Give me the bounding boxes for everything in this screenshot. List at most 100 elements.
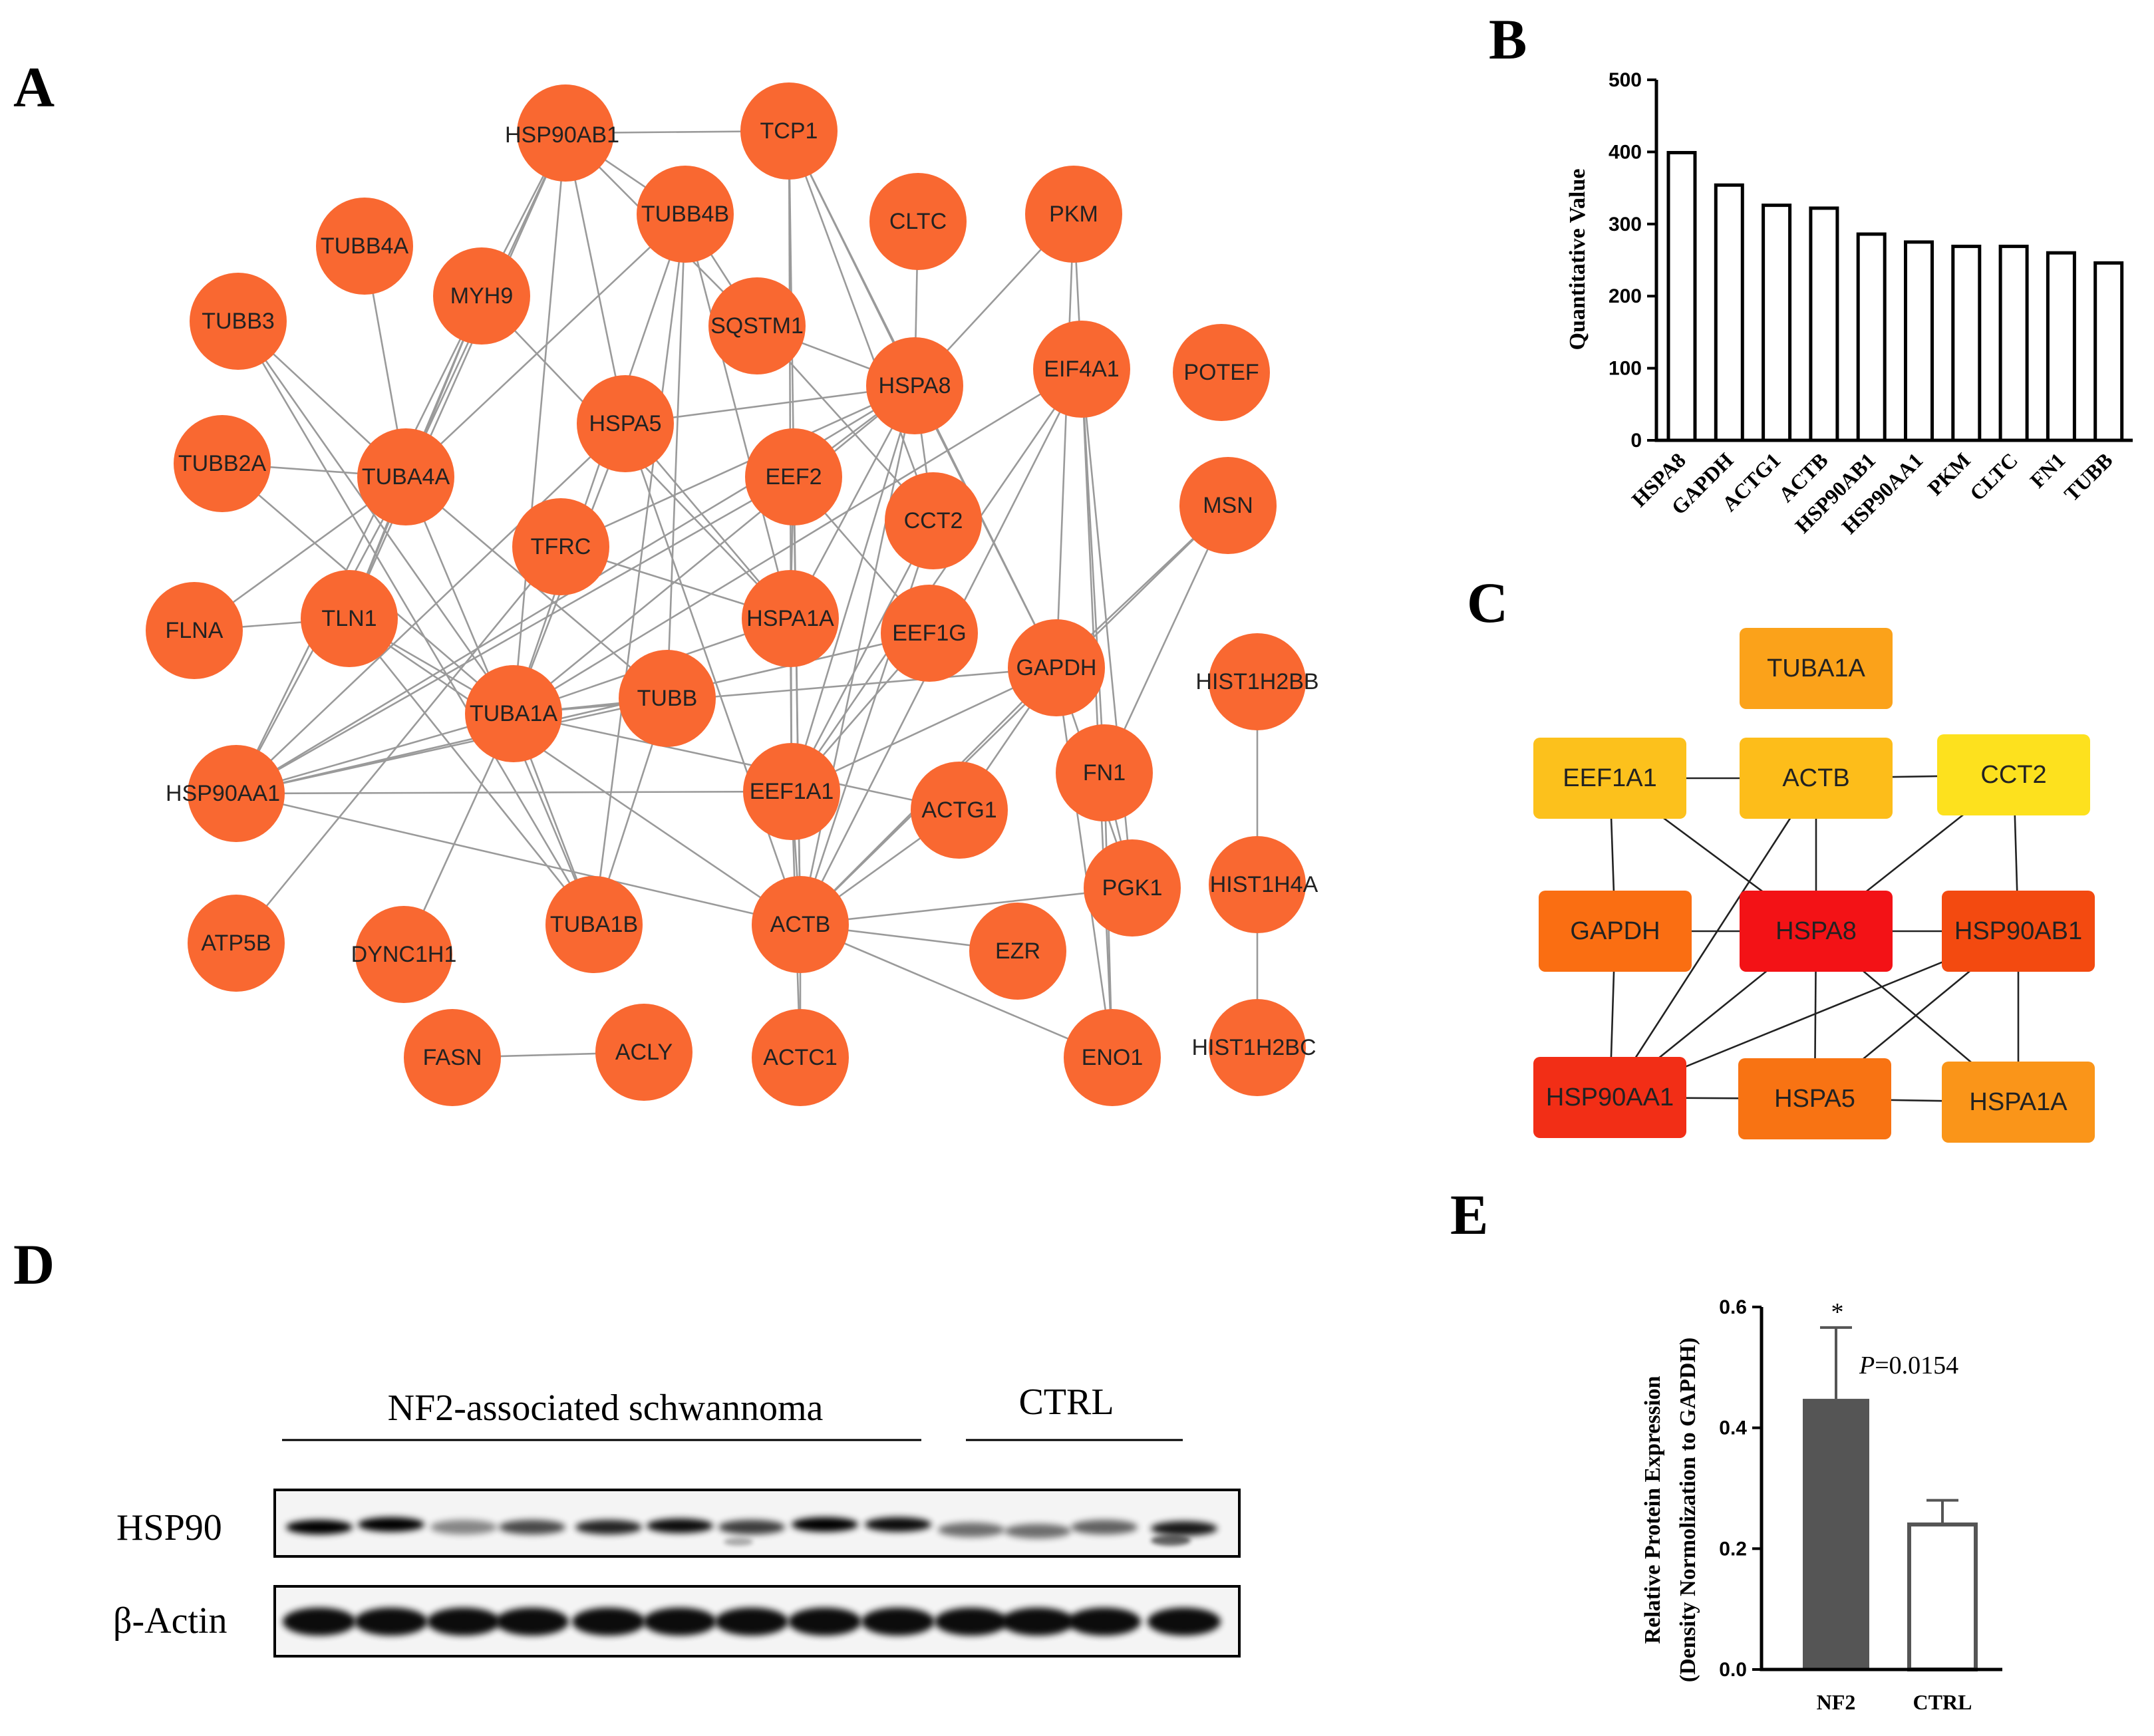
network-a-edge bbox=[791, 666, 1057, 793]
network-c-node: HSPA1A bbox=[1942, 1062, 2095, 1143]
network-c-node-label: HSPA5 bbox=[1774, 1085, 1855, 1113]
network-a-node: ACTB bbox=[752, 876, 849, 973]
network-a-node: FASN bbox=[404, 1009, 501, 1106]
d-actin-band bbox=[572, 1608, 645, 1636]
b-category-labels: HSPA8GAPDHACTG1ACTBHSP90AB1HSP90AA1PKMCL… bbox=[1627, 448, 2117, 538]
network-a-node-label: ACTC1 bbox=[763, 1045, 837, 1070]
network-a-edge bbox=[349, 617, 801, 926]
network-c-node: HSP90AA1 bbox=[1533, 1057, 1686, 1138]
network-c-node: EEF1A1 bbox=[1533, 738, 1686, 819]
d-hsp90-band bbox=[1151, 1521, 1217, 1536]
d-row2-label: β-Actin bbox=[113, 1600, 228, 1642]
b-category-label: TUBB bbox=[2060, 448, 2117, 506]
network-a-node: TUBB4A bbox=[316, 198, 413, 295]
network-a-node-circle bbox=[1209, 633, 1306, 730]
network-a-node: TUBA1B bbox=[545, 876, 643, 973]
network-a-edge bbox=[913, 385, 1058, 668]
network-c-node-box bbox=[1533, 738, 1686, 819]
network-a-node-label: PGK1 bbox=[1102, 875, 1163, 901]
network-a-edge bbox=[800, 505, 1229, 925]
network-a-node: MSN bbox=[1179, 457, 1277, 554]
network-a-node: HSPA5 bbox=[577, 375, 674, 472]
network-a-node-circle bbox=[1033, 321, 1130, 418]
panel-letter-e: E bbox=[1450, 1183, 1488, 1246]
network-a-node-circle bbox=[619, 650, 716, 747]
b-y-tick-label: 400 bbox=[1609, 141, 1642, 163]
network-a-node: FLNA bbox=[146, 582, 243, 679]
network-a-node-circle bbox=[545, 876, 643, 973]
network-a-node: MYH9 bbox=[433, 247, 530, 345]
network-a-node-circle bbox=[595, 1004, 692, 1101]
network-a-edge bbox=[1055, 667, 1114, 1058]
d-hsp90-lower-band bbox=[1151, 1535, 1191, 1546]
network-a-node-label: MSN bbox=[1203, 493, 1253, 518]
e-p-rest: =0.0154 bbox=[1875, 1352, 1958, 1379]
b-category-label: CLTC bbox=[1965, 448, 2022, 505]
network-a-edge bbox=[348, 618, 595, 925]
network-a-node-label: HIST1H2BB bbox=[1195, 669, 1318, 694]
network-a-edge bbox=[790, 385, 916, 792]
network-a-node: HSP90AA1 bbox=[166, 745, 285, 842]
network-a-node: GAPDH bbox=[1008, 619, 1105, 716]
network-a-node-label: TCP1 bbox=[760, 118, 818, 144]
network-a-node-label: HSP90AA1 bbox=[166, 781, 280, 806]
b-bar bbox=[1714, 183, 1744, 442]
network-a-edge bbox=[684, 214, 792, 619]
network-a-node-circle bbox=[1209, 836, 1306, 933]
network-a-node-label: FN1 bbox=[1083, 760, 1126, 786]
e-y-axis-title-line1: Relative Protein Expression bbox=[1640, 1375, 1665, 1644]
network-a-node-label: ACTB bbox=[770, 912, 831, 937]
b-bar bbox=[2093, 261, 2124, 442]
network-a-node-label: ATP5B bbox=[201, 931, 271, 956]
network-c-node-box bbox=[1740, 891, 1893, 972]
network-a-node: TCP1 bbox=[740, 82, 838, 180]
d-hsp90-band bbox=[499, 1520, 565, 1534]
network-a-edge bbox=[593, 214, 687, 925]
network-a-edge bbox=[235, 790, 792, 795]
network-a-node-label: HSPA8 bbox=[879, 373, 951, 398]
network-a-node: CLTC bbox=[869, 173, 967, 270]
network-c-node-box bbox=[1740, 738, 1893, 819]
network-a-edge bbox=[800, 923, 1113, 1059]
e-y-tick-label: 0.6 bbox=[1719, 1296, 1747, 1318]
network-a-node: TUBA1A bbox=[465, 665, 562, 762]
network-c-node: TUBA1A bbox=[1740, 628, 1893, 709]
network-a-node-label: TUBB4A bbox=[321, 233, 409, 259]
network-a-node-label: FLNA bbox=[166, 618, 224, 643]
network-a-node-label: ACLY bbox=[615, 1040, 673, 1065]
network-c-node-label: HSP90AB1 bbox=[1954, 917, 2082, 945]
network-a-node-circle bbox=[1173, 324, 1270, 421]
network-a-node-circle bbox=[911, 762, 1008, 859]
network-a-node-label: DYNC1H1 bbox=[351, 942, 457, 967]
b-y-tick-label: 100 bbox=[1609, 358, 1642, 380]
d-row1-label: HSP90 bbox=[116, 1507, 222, 1548]
network-a-node-circle bbox=[1056, 724, 1153, 821]
panel-letter-a: A bbox=[13, 55, 55, 119]
network-a-node-circle bbox=[752, 876, 849, 973]
network-c-node-box bbox=[1738, 1058, 1891, 1139]
network-a-node-circle bbox=[301, 570, 398, 667]
network-c-node-box bbox=[1533, 1057, 1686, 1138]
network-a-node-circle bbox=[188, 895, 285, 992]
network-a-edge bbox=[1080, 368, 1114, 1058]
d-actin-band bbox=[283, 1608, 356, 1636]
network-a-node: TUBB bbox=[619, 650, 716, 747]
d-actin-band bbox=[861, 1608, 935, 1636]
e-category-label: CTRL bbox=[1913, 1690, 1972, 1714]
network-a-node-label: EIF4A1 bbox=[1044, 357, 1119, 382]
network-a-node-label: HSPA1A bbox=[746, 606, 834, 631]
network-a-edge bbox=[512, 132, 567, 714]
network-a-node: ATP5B bbox=[188, 895, 285, 992]
network-a-node-label: HIST1H4A bbox=[1210, 872, 1318, 897]
network-a-edge bbox=[564, 132, 627, 424]
network-a-node-circle bbox=[752, 1009, 849, 1106]
e-y-tick-label: 0.0 bbox=[1719, 1659, 1747, 1681]
network-c-node-box bbox=[1942, 891, 2095, 972]
network-c-node: HSPA5 bbox=[1738, 1058, 1891, 1139]
network-a-edge bbox=[560, 384, 915, 548]
network-a-edge bbox=[800, 887, 1133, 926]
b-bar bbox=[1666, 150, 1697, 442]
network-a-node-circle bbox=[355, 906, 452, 1003]
